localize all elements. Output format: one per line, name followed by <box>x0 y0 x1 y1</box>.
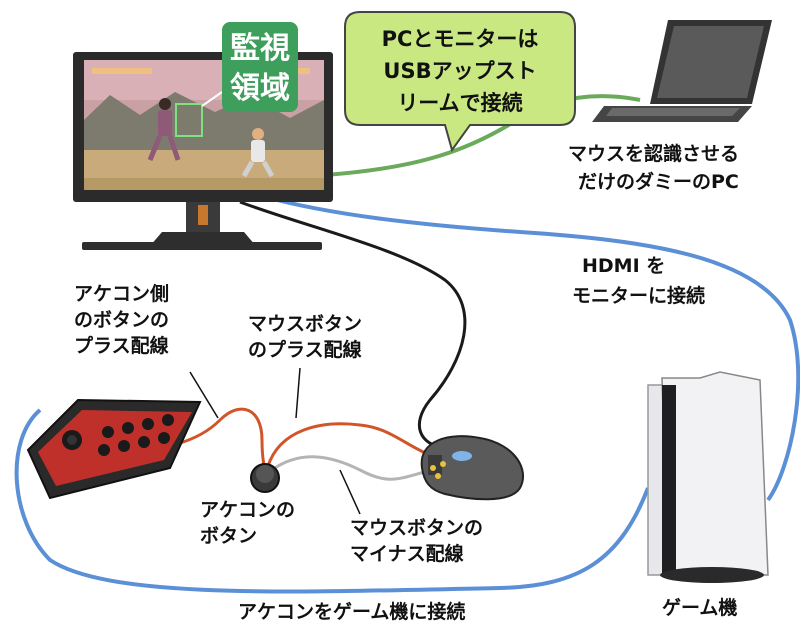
console-label: ゲーム機 <box>662 596 737 619</box>
arcade-button <box>250 463 280 493</box>
mouse-minus-label-line-2: マイナス配線 <box>350 542 464 565</box>
usb-upstream-bubble: PCとモニターは USBアップスト リームで接続 <box>344 11 576 153</box>
game-console <box>647 371 769 583</box>
arcade-connection-label: アケコンをゲーム機に接続 <box>238 600 465 623</box>
arcade-button-label-line-2: ボタン <box>200 525 257 547</box>
arcade-button-label-line-1: アケコンの <box>200 499 295 521</box>
mouse-plus-pointer <box>295 367 301 419</box>
monitoring-zone-label: 監視 領域 <box>222 22 298 112</box>
dummy-pc-label-line-2: だけのダミーのPC <box>578 170 739 193</box>
mouse-minus-pointer <box>339 469 361 515</box>
bubble-line-3: リームで接続 <box>397 91 522 115</box>
bubble-line-2: USBアップスト <box>383 59 536 83</box>
hdmi-cable <box>261 194 800 502</box>
arcade-wire-label-line-1: アケコン側 <box>74 283 169 305</box>
mouse-plus-label-line-1: マウスボタン <box>248 313 362 335</box>
arcade-wire-pointer <box>189 371 219 419</box>
mouse-cable <box>239 200 467 450</box>
bubble-line-1: PCとモニターは <box>382 27 539 51</box>
arcade-wire-label-line-3: プラス配線 <box>74 334 169 357</box>
zone-label-line-2: 領域 <box>230 71 290 106</box>
mouse-minus-label-line-1: マウスボタンの <box>350 517 483 539</box>
monitoring-zone-box <box>175 103 203 137</box>
arcade-cable <box>14 408 650 594</box>
zone-label-line-1: 監視 <box>230 31 290 66</box>
mouse-plus-label-line-2: のプラス配線 <box>248 338 362 361</box>
monitoring-zone-pointer <box>201 91 223 107</box>
dummy-pc-label-line-1: マウスを認識させる <box>568 142 739 165</box>
hdmi-label-line-1: HDMI を <box>582 255 665 277</box>
arcade-stick <box>26 398 202 500</box>
mouse-minus-wire <box>271 455 433 481</box>
dummy-laptop <box>592 20 772 122</box>
mouse-plus-wire <box>266 422 431 467</box>
arcade-wire-label-line-2: のボタンの <box>74 309 169 331</box>
mouse <box>420 435 525 501</box>
hdmi-label-line-2: モニターに接続 <box>572 284 705 307</box>
